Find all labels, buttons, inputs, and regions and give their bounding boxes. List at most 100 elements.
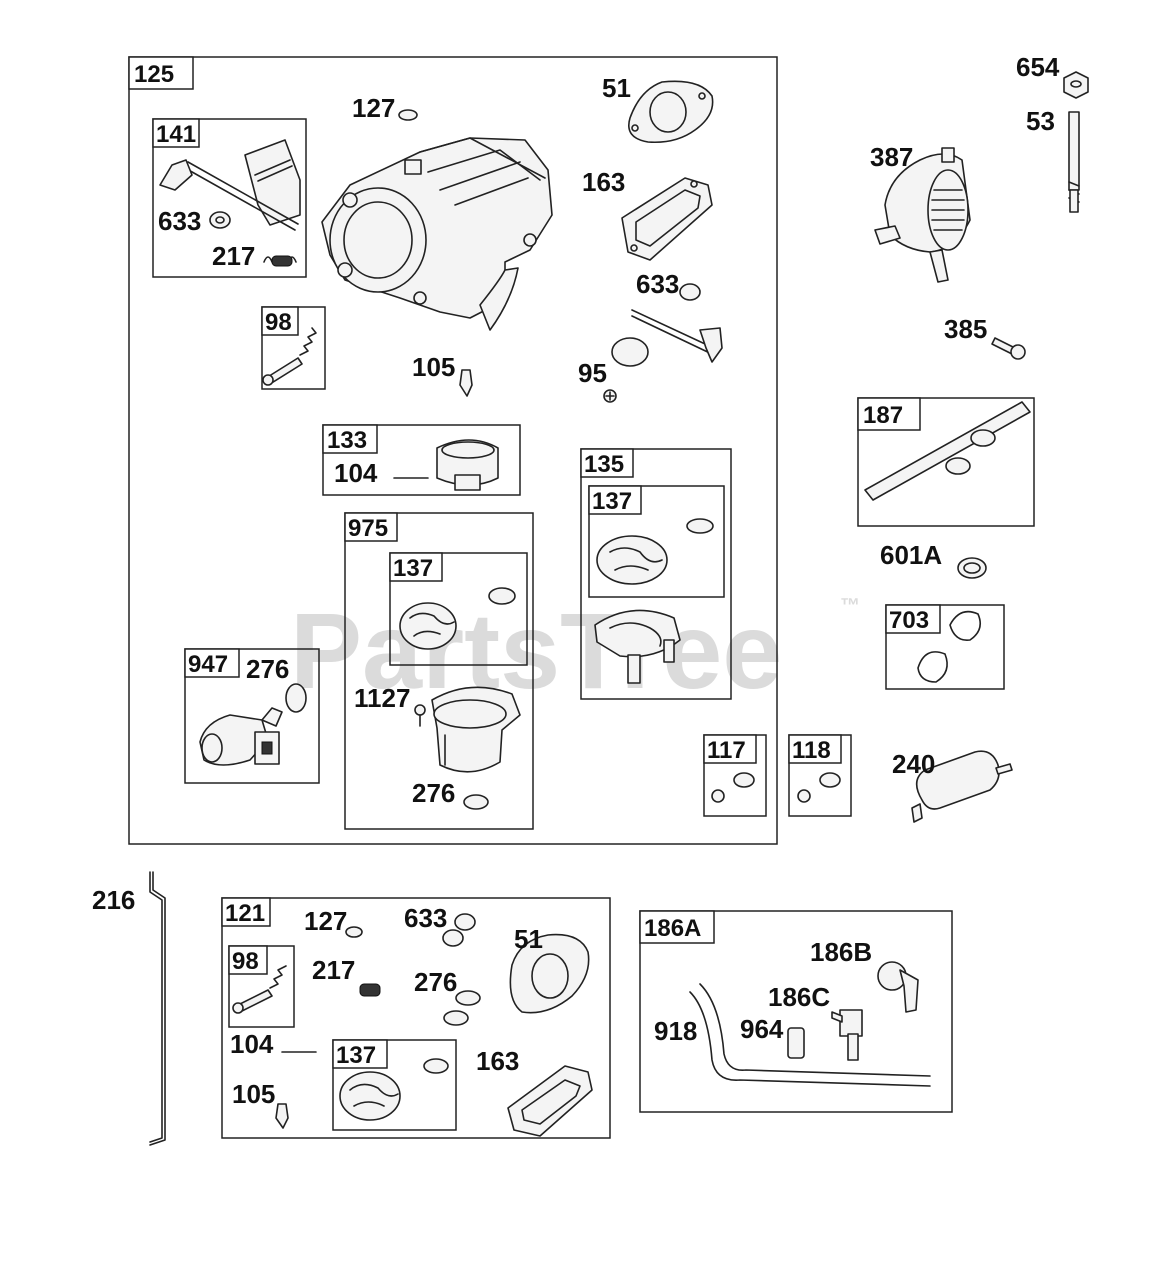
box-label-975: 975 — [348, 515, 388, 542]
label-654: 654 — [1016, 52, 1060, 82]
box-141: 141 — [152, 118, 307, 278]
box-label-141: 141 — [156, 121, 196, 148]
label-105-a: 105 — [412, 352, 455, 382]
label-387: 387 — [870, 142, 913, 172]
box-186A: 186A — [639, 910, 953, 1113]
label-633-c: 633 — [404, 903, 447, 933]
part-276-b — [463, 794, 489, 810]
part-240-fuel-filter — [911, 750, 1013, 823]
label-53: 53 — [1026, 106, 1055, 136]
box-137-a: 137 — [588, 485, 725, 598]
part-117-kit — [711, 772, 755, 803]
box-137-c: 137 — [332, 1039, 457, 1131]
label-127-b: 127 — [304, 906, 347, 936]
label-633-b: 633 — [636, 269, 679, 299]
box-121: 121 — [221, 897, 611, 1139]
box-label-135: 135 — [584, 451, 624, 478]
part-187-fuel-line — [864, 401, 1031, 501]
part-163-b — [507, 1065, 593, 1137]
part-53-stud — [1068, 111, 1080, 213]
part-633-a — [209, 211, 231, 229]
label-276-a: 276 — [246, 654, 289, 684]
label-276-b: 276 — [412, 778, 455, 808]
watermark-trademark: ™ — [840, 595, 860, 617]
part-throttle-shaft — [611, 309, 723, 367]
part-98-b-screw — [232, 965, 287, 1014]
box-label-187: 187 — [863, 402, 903, 429]
part-1127-screw — [414, 704, 426, 727]
box-98: 98 — [261, 306, 326, 390]
part-387-fuel-pump — [874, 147, 971, 283]
box-118: 118 — [788, 734, 852, 817]
part-137-a-gasket — [596, 518, 714, 585]
box-label-137-a: 137 — [592, 488, 632, 515]
watermark-brand: PartsTree — [290, 590, 782, 711]
label-105-b: 105 — [232, 1079, 275, 1109]
box-98-b: 98 — [228, 945, 295, 1028]
part-105-b — [275, 1103, 289, 1129]
label-964: 964 — [740, 1014, 784, 1044]
box-label-137-b: 137 — [393, 555, 433, 582]
label-633-a: 633 — [158, 206, 201, 236]
part-135-base — [594, 609, 681, 684]
box-label-137-c: 137 — [336, 1042, 376, 1069]
part-127-a — [398, 109, 418, 121]
label-51-b: 51 — [514, 924, 543, 954]
part-163-a — [621, 177, 713, 261]
part-217-b — [359, 983, 381, 997]
part-133-float — [436, 439, 499, 491]
label-104-a: 104 — [334, 458, 378, 488]
part-186B — [877, 961, 919, 1013]
label-276-c: 276 — [414, 967, 457, 997]
part-51-a — [628, 80, 714, 144]
part-947-solenoid — [199, 707, 283, 766]
part-98-screw — [262, 327, 317, 386]
label-104-b: 104 — [230, 1029, 274, 1059]
label-95: 95 — [578, 358, 607, 388]
part-385-screw — [991, 337, 1026, 360]
box-125: 125 — [128, 56, 778, 845]
box-label-121: 121 — [225, 900, 265, 927]
part-633-c — [442, 913, 476, 947]
box-label-703: 703 — [889, 607, 929, 634]
label-918: 918 — [654, 1016, 697, 1046]
part-918-fuel-hose — [689, 991, 931, 1087]
box-135: 135 — [580, 448, 732, 700]
box-label-947: 947 — [188, 651, 228, 678]
box-label-133: 133 — [327, 427, 367, 454]
label-216: 216 — [92, 885, 135, 915]
label-186C: 186C — [768, 982, 830, 1012]
box-947: 947 — [184, 648, 320, 784]
label-186B: 186B — [810, 937, 872, 967]
carburetor-body — [321, 137, 553, 331]
part-964 — [787, 1027, 805, 1059]
label-51-a: 51 — [602, 73, 631, 103]
box-117: 117 — [703, 734, 767, 817]
box-label-125: 125 — [134, 61, 174, 88]
part-51-b — [509, 933, 590, 1014]
part-601A-clamp — [957, 557, 987, 579]
part-276-a — [285, 683, 307, 713]
part-703-clamps — [917, 610, 981, 683]
box-label-186A: 186A — [644, 915, 701, 942]
part-118-kit — [797, 772, 841, 803]
part-217-a — [263, 255, 297, 267]
part-141-choke — [159, 139, 301, 231]
part-105-a — [459, 369, 473, 397]
box-703: 703 — [885, 604, 1005, 690]
label-240: 240 — [892, 749, 935, 779]
part-95-screw — [603, 389, 617, 403]
box-975: 975 — [344, 512, 534, 830]
label-1127: 1127 — [354, 683, 410, 713]
part-127-b — [345, 926, 363, 938]
part-137-b-gasket — [399, 587, 516, 650]
box-137-b: 137 — [389, 552, 528, 666]
box-label-98-b: 98 — [232, 948, 259, 975]
part-216-link-inner — [149, 871, 166, 1146]
part-633-b — [679, 283, 701, 301]
part-654-nut — [1063, 71, 1089, 99]
box-label-117: 117 — [707, 737, 746, 764]
part-918-fuel-hose-edge — [699, 983, 931, 1077]
box-187: 187 — [857, 397, 1035, 527]
